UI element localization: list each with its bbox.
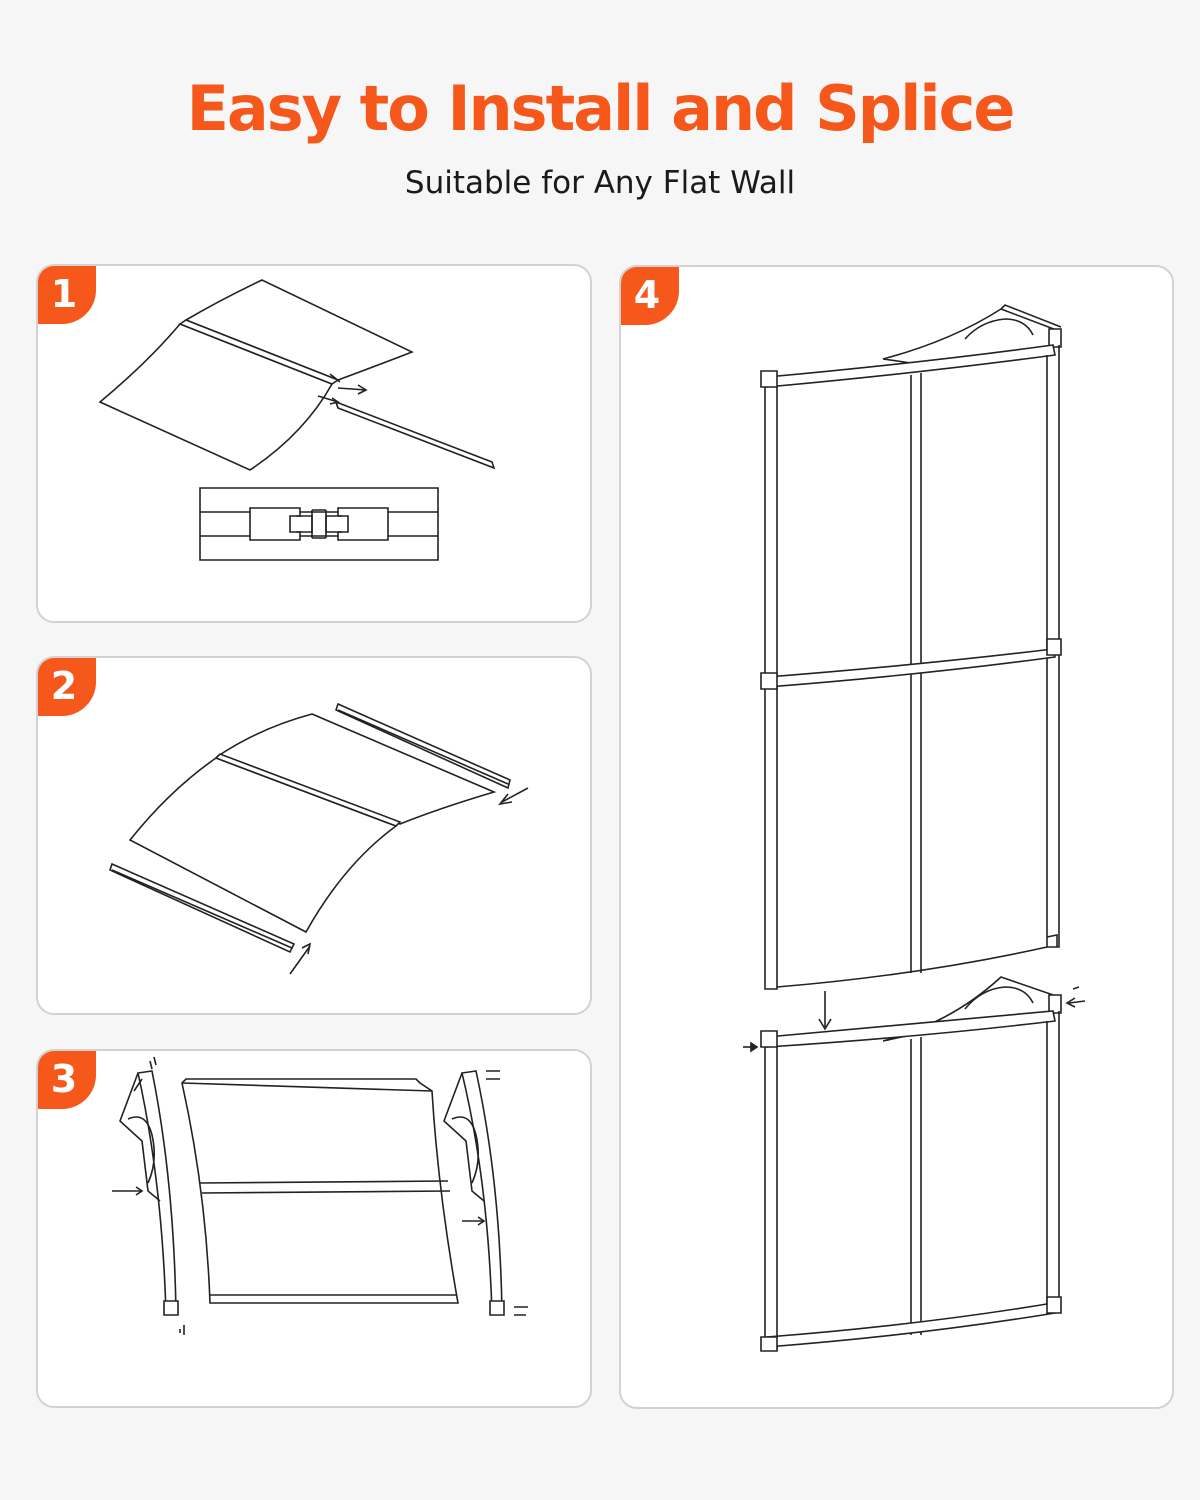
page-title: Easy to Install and Splice [186,72,1016,145]
step-2-illustration [38,658,592,1015]
step-4-panel: 4 [619,265,1174,1409]
step-1-illustration [38,266,592,623]
step-1-panel: 1 [36,264,592,623]
step-1-badge: 1 [38,266,96,324]
step-3-illustration [38,1051,592,1408]
step-4-illustration [621,267,1174,1409]
step-2-panel: 2 [36,656,592,1015]
page-subtitle: Suitable for Any Flat Wall [404,165,796,201]
step-3-panel: 3 [36,1049,592,1408]
step-4-badge: 4 [621,267,679,325]
